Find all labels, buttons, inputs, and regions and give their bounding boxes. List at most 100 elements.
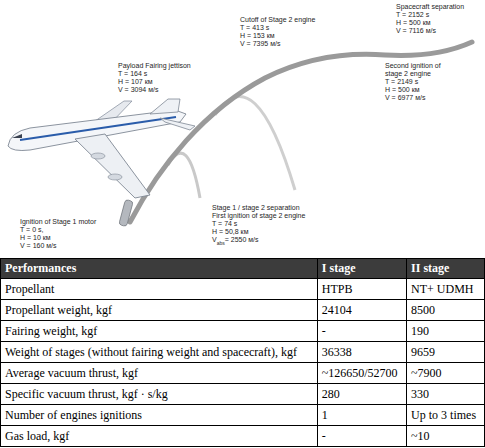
- cell-text: 8500: [411, 303, 435, 317]
- table-cell: Gas load, kgf: [1, 426, 318, 447]
- callout-text: T = 413 s: [240, 24, 269, 32]
- table-cell: Up to 3 times: [407, 405, 485, 426]
- cell-text: Number of engines ignitions: [5, 408, 142, 422]
- table-cell: -: [317, 426, 406, 447]
- cell-text: 36338: [322, 345, 352, 359]
- table-cell: HTPB: [317, 279, 406, 300]
- callout-text: Payload Fairing jettison: [118, 62, 191, 70]
- table-cell: Propellant weight, kgf: [1, 300, 318, 321]
- table-row: Fairing weight, kgf - 190: [1, 321, 485, 342]
- callout-text: H = 50,8 км: [212, 228, 248, 236]
- callout-text: H = 500 км: [396, 19, 431, 27]
- cell-text: ~10: [411, 429, 430, 443]
- callout-text: Second ignition of: [385, 62, 441, 70]
- table-cell: Propellant: [1, 279, 318, 300]
- engine: [108, 174, 122, 180]
- callout-text: Cutoff of Stage 2 engine: [240, 16, 315, 24]
- table-cell: 1: [317, 405, 406, 426]
- table-cell: NT+ UDMH: [407, 279, 485, 300]
- cell-text: -: [322, 324, 326, 338]
- cell-text: Up to 3 times: [411, 408, 476, 422]
- table-row: Propellant HTPB NT+ UDMH: [1, 279, 485, 300]
- cell-text: Gas load, kgf: [5, 429, 69, 443]
- table-row: Propellant weight, kgf 24104 8500: [1, 300, 485, 321]
- table-cell: 36338: [317, 342, 406, 363]
- cell-text: Propellant weight, kgf: [5, 303, 112, 317]
- cell-text: Fairing weight, kgf: [5, 324, 97, 338]
- table-cell: Specific vacuum thrust, kgf · s/kg: [1, 384, 318, 405]
- table-body: Performances I stage II stagePropellant HTP…: [1, 259, 485, 447]
- cell-text: Weight of stages (without fairing weight…: [5, 345, 297, 359]
- table-row: Specific vacuum thrust, kgf · s/kg 280 330: [1, 384, 485, 405]
- stabilizer: [160, 118, 195, 130]
- performance-table: Performances I stage II stagePropellant HTP…: [0, 258, 485, 447]
- table-cell: Weight of stages (without fairing weight…: [1, 342, 318, 363]
- cell-text: 1: [322, 408, 328, 422]
- header-row: Performances I stage II stage: [1, 259, 485, 279]
- callout-text: V = 3094 м/s: [118, 86, 158, 94]
- table-cell: ~10: [407, 426, 485, 447]
- table-row: Number of engines ignitions 1 Up to 3 time…: [1, 405, 485, 426]
- fairing-fall-arc: [215, 97, 295, 190]
- callout-text: Ignition of Stage 1 motor: [20, 218, 96, 226]
- table-cell: Average vacuum thrust, kgf: [1, 363, 318, 384]
- table-cell: 24104: [317, 300, 406, 321]
- table-cell: 280: [317, 384, 406, 405]
- table-cell: 330: [407, 384, 485, 405]
- callout-text: H = 500 км: [385, 86, 420, 94]
- table-cell: -: [317, 321, 406, 342]
- callout-text: = 2550 м/s: [225, 236, 259, 244]
- cell-text: NT+ UDMH: [411, 282, 473, 296]
- callout-text: abs: [217, 240, 225, 246]
- callout-text: V = 160 м/s: [20, 242, 57, 250]
- column-header: I stage: [322, 261, 356, 275]
- callout-text: T = 2152 s: [396, 11, 429, 19]
- callout-text: T = 74 s: [212, 220, 237, 228]
- callout-text: V: [212, 236, 217, 244]
- engine: [91, 153, 105, 159]
- callout-text: H = 153 км: [240, 32, 275, 40]
- cell-text: -: [322, 429, 326, 443]
- table-cell: ~126650/52700: [317, 363, 406, 384]
- table-cell: ~7900: [407, 363, 485, 384]
- cockpit: [12, 134, 22, 138]
- callout-text: T = 164 s: [118, 70, 147, 78]
- callout-text: Stage 1 / stage 2 separation: [212, 204, 300, 212]
- callout-text: First ignition of stage 2 engine: [212, 212, 305, 220]
- table-cell: 190: [407, 321, 485, 342]
- cell-text: Specific vacuum thrust, kgf · s/kg: [5, 387, 168, 401]
- table-cell: Fairing weight, kgf: [1, 321, 318, 342]
- callout-text: stage 2 engine: [385, 70, 431, 78]
- table-cell: 9659: [407, 342, 485, 363]
- column-header: Performances: [5, 261, 76, 275]
- callout-text: Spacecraft separation: [396, 3, 464, 11]
- cell-text: 190: [411, 324, 429, 338]
- callout-text: H = 10 км: [20, 234, 51, 242]
- callout-text: V = 7116 м/s: [396, 27, 436, 35]
- near-wing: [75, 134, 150, 198]
- cell-text: HTPB: [322, 282, 353, 296]
- table-cell: Number of engines ignitions: [1, 405, 318, 426]
- table-cell: 8500: [407, 300, 485, 321]
- callout-text: V = 7395 м/s: [240, 40, 280, 48]
- table-row: Weight of stages (without fairing weight…: [1, 342, 485, 363]
- cell-text: 24104: [322, 303, 352, 317]
- callout-layer: Spacecraft separationT = 2152 sH = 500 к…: [0, 0, 485, 258]
- table-cell: II stage: [407, 259, 485, 279]
- cell-text: ~126650/52700: [322, 366, 398, 380]
- callout-text: T = 0 s,: [20, 226, 43, 234]
- cell-text: 280: [322, 387, 340, 401]
- table-row: Average vacuum thrust, kgf ~126650/52700 ~…: [1, 363, 485, 384]
- column-header: II stage: [411, 261, 449, 275]
- callout-text: H = 107 км: [118, 78, 153, 86]
- callout-text: T = 2149 s: [385, 78, 418, 86]
- cell-text: Propellant: [5, 282, 54, 296]
- cell-text: ~7900: [411, 366, 442, 380]
- table-row: Gas load, kgf - ~10: [1, 426, 485, 447]
- callout-text: V = 6977 м/s: [385, 94, 425, 102]
- background: [0, 0, 485, 258]
- tail-fin: [150, 99, 180, 114]
- rocket: [119, 199, 133, 226]
- table-cell: I stage: [317, 259, 406, 279]
